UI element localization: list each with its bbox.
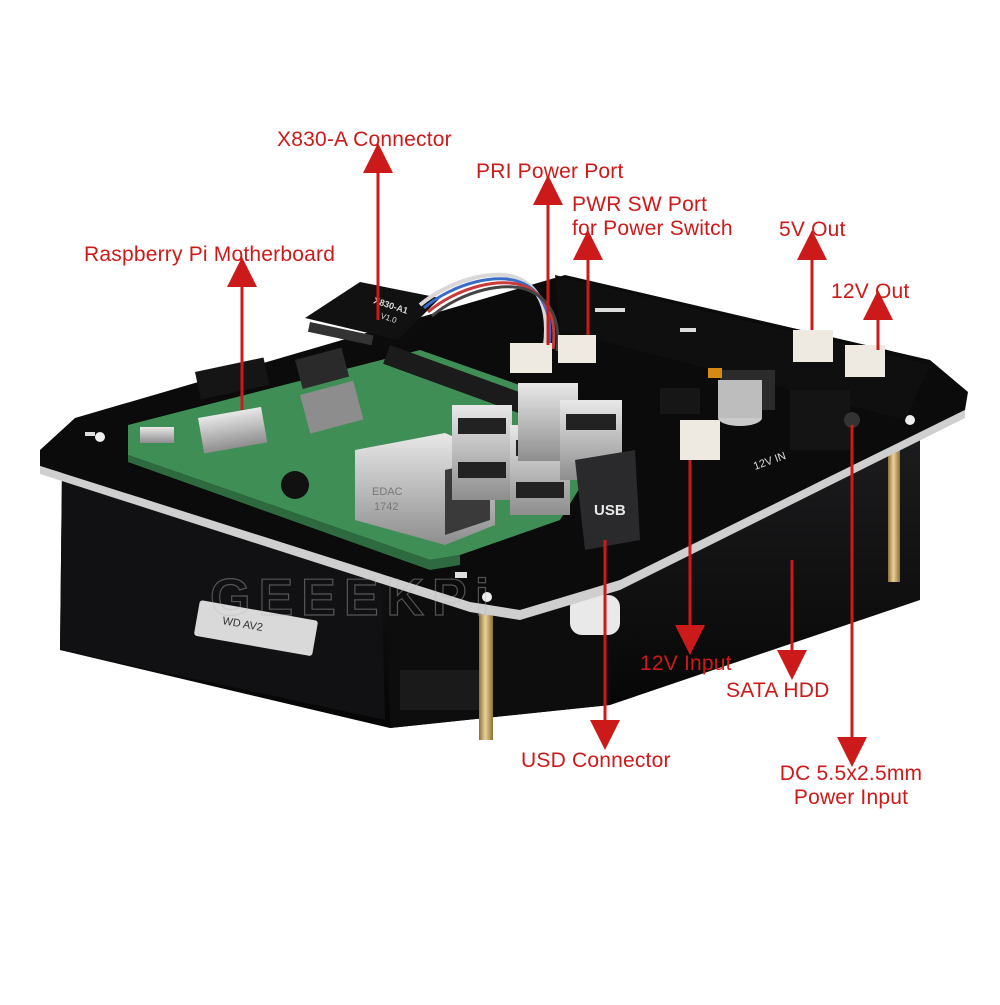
label-pwr-sw-line2: for Power Switch	[572, 217, 733, 240]
usb-ports	[452, 383, 622, 515]
pwr-sw-connector	[558, 335, 596, 363]
label-12v-out: 12V Out	[831, 280, 910, 303]
power-components: 12V IN	[660, 368, 860, 473]
label-raspberry-pi-motherboard: Raspberry Pi Motherboard	[84, 243, 336, 266]
upper-board	[555, 275, 930, 420]
usd-connector-opening	[570, 595, 620, 635]
gpio-header	[383, 345, 531, 416]
dc-jack	[790, 390, 850, 450]
audio-jack	[281, 471, 309, 499]
twelve-v-out-connector	[845, 345, 885, 377]
label-sata-hdd: SATA HDD	[726, 679, 830, 702]
ethernet-text-2: 1742	[374, 501, 398, 513]
usb-bridge: USB	[575, 450, 640, 550]
hdmi-port	[197, 406, 268, 454]
jst-connectors	[510, 330, 885, 460]
x830-module: X830-A1 V1.0	[305, 272, 560, 352]
label-usd-connector: USD Connector	[521, 749, 671, 772]
label-dc-power-input: DC 5.5x2.5mm Power Input	[772, 762, 930, 810]
label-dc-line2: Power Input	[793, 786, 909, 809]
label-pwr-sw-line1: PWR SW Port	[572, 193, 708, 216]
ethernet-text-1: EDAC	[372, 486, 403, 498]
capacitor	[718, 380, 762, 418]
hdd-label-sticker	[194, 600, 318, 656]
callout-arrows	[227, 143, 893, 767]
label-dc-line1: DC 5.5x2.5mm	[779, 762, 923, 785]
label-x830-connector: X830-A Connector	[277, 128, 452, 151]
label-5v-out: 5V Out	[779, 218, 846, 241]
label-pri-power-port: PRI Power Port	[476, 160, 624, 183]
pi-metal-shield	[300, 380, 364, 434]
micro-usb-port	[140, 427, 174, 443]
brand-watermark: GEEEKPi	[210, 569, 497, 627]
usb-bridge-label: USB	[594, 502, 626, 519]
pi-soc-chip	[294, 347, 350, 389]
label-12v-input: 12V Input	[640, 652, 732, 675]
pri-power-connector	[510, 343, 552, 373]
twelve-v-input-connector	[680, 420, 720, 460]
five-v-out-connector	[793, 330, 833, 362]
label-pwr-sw-port: PWR SW Port for Power Switch	[572, 193, 733, 241]
